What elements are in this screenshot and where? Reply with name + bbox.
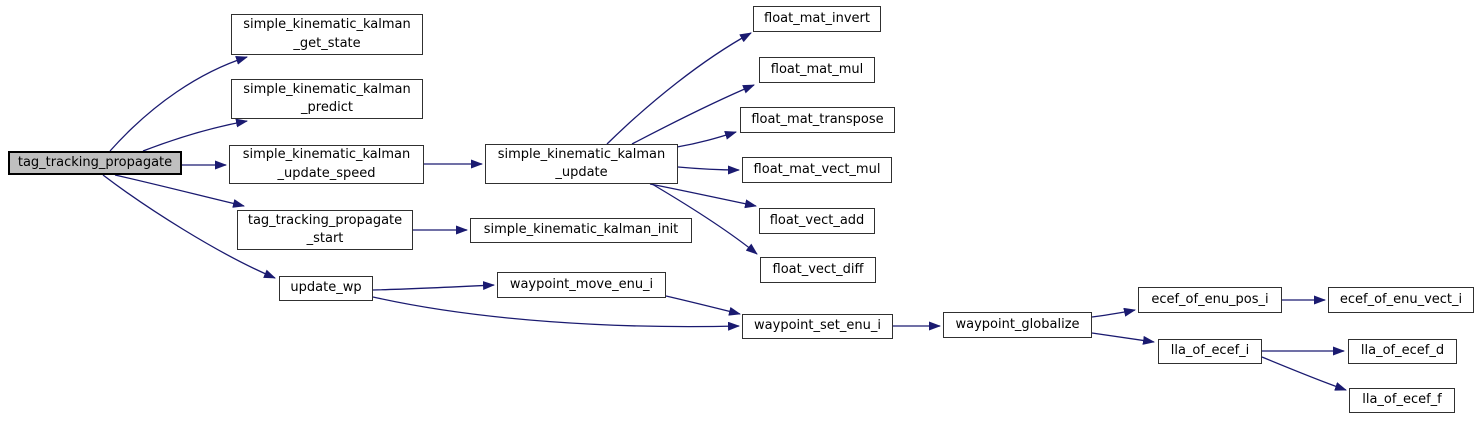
node-vect-diff[interactable]: float_vect_diff xyxy=(760,257,876,283)
edge-update-wp-to-set-enu xyxy=(372,296,740,331)
node-predict[interactable]: simple_kinematic_kalman _predict xyxy=(231,79,423,119)
edge-lla-ecef-i-to-lla-f xyxy=(1261,356,1347,391)
edge-kalman-update-to-vect-diff xyxy=(651,183,758,255)
node-mat-mul[interactable]: float_mat_mul xyxy=(759,57,875,83)
node-lla-d[interactable]: lla_of_ecef_d xyxy=(1348,339,1457,364)
edge-kalman-update-to-mat-transpose xyxy=(676,131,737,148)
node-mat-vect-mul[interactable]: float_mat_vect_mul xyxy=(742,157,892,183)
edge-tag-to-predict xyxy=(142,118,248,152)
node-lla-ecef-i[interactable]: lla_of_ecef_i xyxy=(1158,339,1262,364)
node-vect-add[interactable]: float_vect_add xyxy=(759,208,875,234)
node-tag: tag_tracking_propagate xyxy=(8,151,182,175)
node-update-wp[interactable]: update_wp xyxy=(279,276,373,301)
edge-kalman-update-to-vect-add xyxy=(649,183,757,209)
edge-kalman-update-to-mat-mul xyxy=(631,84,755,145)
node-kalman-update[interactable]: simple_kinematic_kalman _update xyxy=(485,144,678,184)
edge-update-wp-to-move-enu xyxy=(372,281,495,291)
edge-globalize-to-ecef-pos xyxy=(1091,307,1136,318)
node-set-enu[interactable]: waypoint_set_enu_i xyxy=(742,314,893,339)
edge-kalman-update-to-mat-invert xyxy=(606,32,752,145)
edge-move-enu-to-set-enu xyxy=(665,295,741,316)
edge-kalman-update-to-mat-vect-mul xyxy=(677,165,740,175)
edge-tag-to-get-state xyxy=(109,56,248,152)
node-globalize[interactable]: waypoint_globalize xyxy=(943,312,1092,338)
node-mat-invert[interactable]: float_mat_invert xyxy=(753,6,881,32)
node-start[interactable]: tag_tracking_propagate _start xyxy=(237,210,413,250)
node-ecef-pos[interactable]: ecef_of_enu_pos_i xyxy=(1138,287,1282,313)
edge-tag-to-update-wp xyxy=(102,174,276,279)
node-mat-transpose[interactable]: float_mat_transpose xyxy=(740,107,895,133)
node-ecef-vect[interactable]: ecef_of_enu_vect_i xyxy=(1328,287,1474,313)
node-move-enu[interactable]: waypoint_move_enu_i xyxy=(497,272,666,298)
node-update-speed[interactable]: simple_kinematic_kalman _update_speed xyxy=(229,145,424,184)
node-kalman-init[interactable]: simple_kinematic_kalman_init xyxy=(470,218,692,243)
node-get-state[interactable]: simple_kinematic_kalman _get_state xyxy=(231,14,423,55)
node-lla-f[interactable]: lla_of_ecef_f xyxy=(1349,388,1455,413)
edge-globalize-to-lla-ecef-i xyxy=(1091,332,1155,345)
edge-tag-to-start xyxy=(114,174,245,208)
